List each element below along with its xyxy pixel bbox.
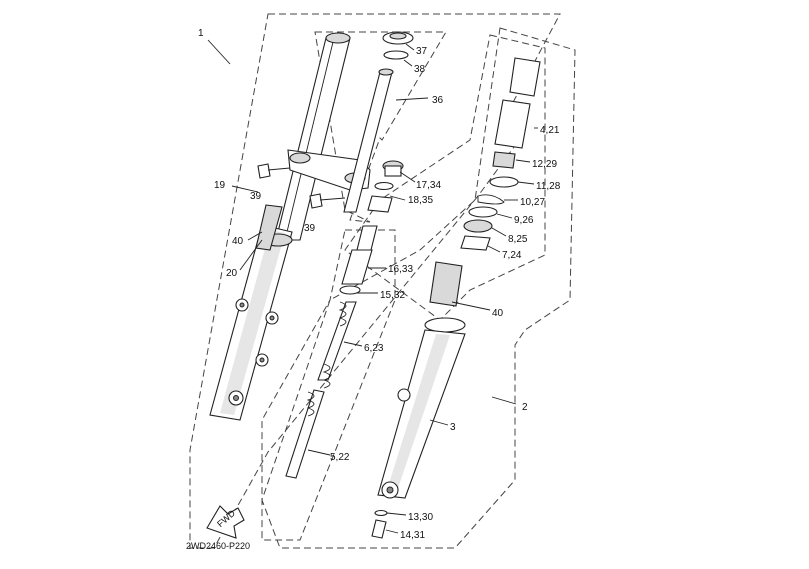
callout-40-left: 40 <box>232 236 244 247</box>
callout-3: 3 <box>450 422 456 433</box>
cap-bolt-assembly <box>367 160 404 213</box>
callout-36: 36 <box>432 95 444 106</box>
group-2-boundary <box>261 27 576 549</box>
bolt-39-upper <box>257 163 291 179</box>
callout-37: 37 <box>416 46 428 57</box>
callout-7-24: 7,24 <box>502 250 522 261</box>
leader-lines <box>207 39 538 534</box>
callout-6-23: 6,23 <box>364 343 384 354</box>
callout-11-28: 11,28 <box>536 181 561 192</box>
damper-rod-5-22 <box>285 389 325 479</box>
callout-40-right: 40 <box>492 308 504 319</box>
callout-15-32: 15,32 <box>380 290 405 301</box>
callout-8-25: 8,25 <box>508 234 528 245</box>
bolt-39-lower <box>309 193 346 209</box>
group-spring-boundary <box>261 229 396 541</box>
callout-4-21: 4,21 <box>540 125 560 136</box>
callout-2: 2 <box>522 402 528 413</box>
callout-19: 19 <box>214 180 226 191</box>
lower-leg-3 <box>371 261 466 539</box>
washer-15-32 <box>339 285 361 295</box>
inner-tube-36 <box>343 31 414 213</box>
callout-39-upper: 39 <box>250 191 262 202</box>
assembled-fork <box>209 32 371 421</box>
fwd-arrow-icon: FWD <box>206 505 245 539</box>
callout-17-34: 17,34 <box>416 180 441 191</box>
callout-14-31: 14,31 <box>400 530 425 541</box>
callout-16-33: 16,33 <box>388 264 413 275</box>
callout-9-26: 9,26 <box>514 215 534 226</box>
callout-20: 20 <box>226 268 238 279</box>
callout-12-29: 12,29 <box>532 159 557 170</box>
callout-18-35: 18,35 <box>408 195 433 206</box>
callout-10-27: 10,27 <box>520 197 545 208</box>
drawing-code: 2WD2460-P220 <box>186 541 250 551</box>
collar-16-33 <box>341 225 378 285</box>
callout-38: 38 <box>414 64 426 75</box>
callout-13-30: 13,30 <box>408 512 433 523</box>
outer-parts-column <box>460 57 541 251</box>
callout-5-22: 5,22 <box>330 452 350 463</box>
callout-39-lower: 39 <box>304 223 316 234</box>
callout-1: 1 <box>198 28 204 39</box>
spring-6-23 <box>317 301 357 389</box>
